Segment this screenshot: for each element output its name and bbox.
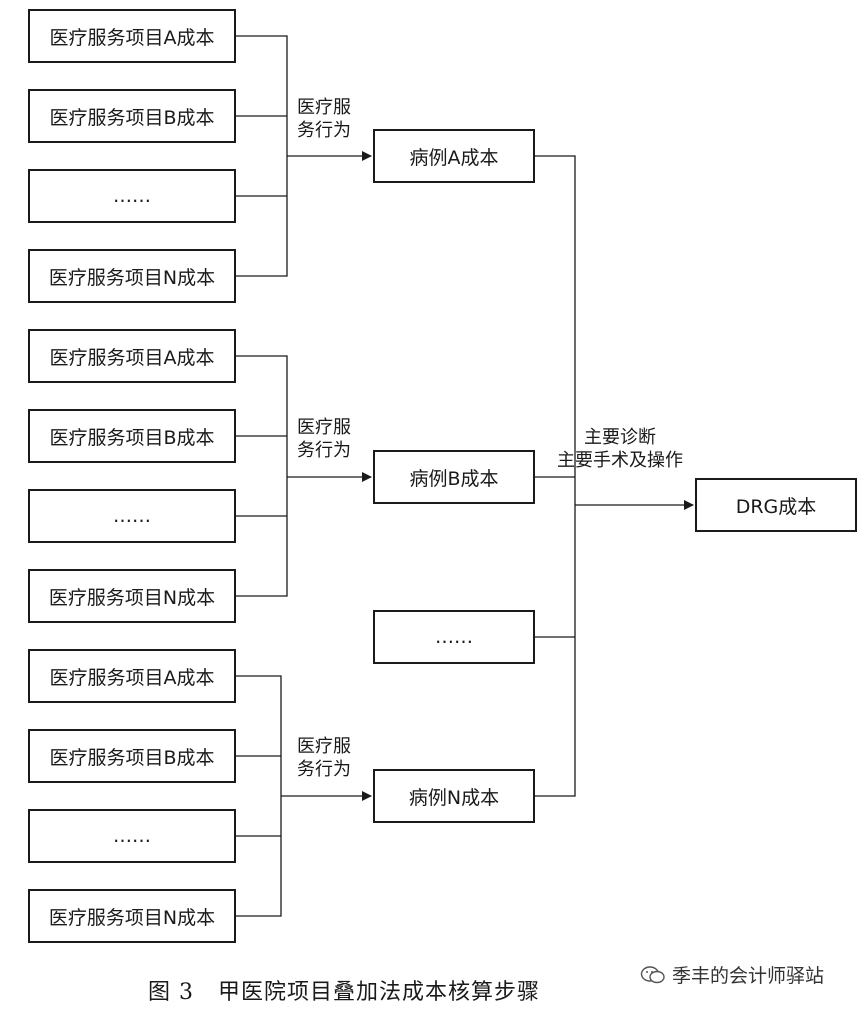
case-cost-box: 病例A成本: [373, 129, 535, 183]
service-item-box: 医疗服务项目N成本: [28, 249, 236, 303]
service-item-box: ……: [28, 169, 236, 223]
service-item-box: 医疗服务项目N成本: [28, 569, 236, 623]
case-cost-box: 病例N成本: [373, 769, 535, 823]
wechat-icon: [640, 965, 665, 983]
case-cost-box: 病例B成本: [373, 450, 535, 504]
watermark-text: 季丰的会计师驿站: [672, 965, 825, 987]
figure-caption: 图 3 甲医院项目叠加法成本核算步骤: [148, 980, 540, 1005]
group-2-bracket: [236, 355, 288, 597]
service-item-box: ……: [28, 489, 236, 543]
group-3-bracket: [236, 675, 282, 917]
service-item-box: ……: [28, 809, 236, 863]
case-cost-box-ellipsis: ……: [373, 610, 535, 664]
service-item-box: 医疗服务项目A成本: [28, 329, 236, 383]
service-item-box: 医疗服务项目A成本: [28, 9, 236, 63]
service-item-box: 医疗服务项目N成本: [28, 889, 236, 943]
service-behavior-label: 医疗服 务行为: [297, 736, 351, 780]
main-diagnosis-label: 主要诊断 主要手术及操作: [557, 427, 683, 471]
service-item-box: 医疗服务项目B成本: [28, 89, 236, 143]
drg-cost-box: DRG成本: [695, 478, 857, 532]
service-behavior-label: 医疗服 务行为: [297, 97, 351, 141]
service-behavior-label: 医疗服 务行为: [297, 417, 351, 461]
service-item-box: 医疗服务项目B成本: [28, 729, 236, 783]
service-item-box: 医疗服务项目B成本: [28, 409, 236, 463]
service-item-box: 医疗服务项目A成本: [28, 649, 236, 703]
group-1-bracket: [236, 35, 288, 277]
case-collector: [535, 155, 576, 797]
watermark: 季丰的会计师驿站: [640, 961, 824, 988]
